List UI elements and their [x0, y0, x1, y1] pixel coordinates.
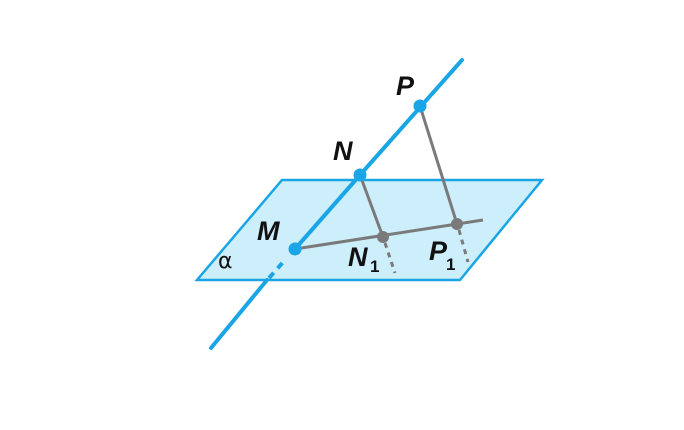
line-above-plane: [358, 58, 464, 177]
label-N1-subscript: 1: [370, 257, 379, 276]
label-N1: N: [348, 242, 368, 272]
label-P1-subscript: 1: [446, 255, 455, 274]
line-in-plane-segment: [293, 173, 362, 251]
point-P: [413, 99, 427, 113]
plane-alpha: [194, 178, 545, 282]
label-P1: P: [429, 236, 448, 266]
perpendicular-N-N1: [358, 174, 385, 238]
label-M: M: [257, 216, 280, 246]
point-N1: [377, 231, 389, 243]
point-N: [353, 168, 367, 182]
label-plane-alpha: α: [218, 249, 233, 274]
line-hidden-segment: [267, 258, 287, 280]
line-below-plane: [209, 278, 269, 350]
point-M: [288, 242, 302, 256]
label-P: P: [396, 71, 415, 101]
label-N: N: [333, 136, 353, 166]
perpendicular-P-P1: [418, 105, 459, 225]
point-P1: [451, 218, 463, 230]
